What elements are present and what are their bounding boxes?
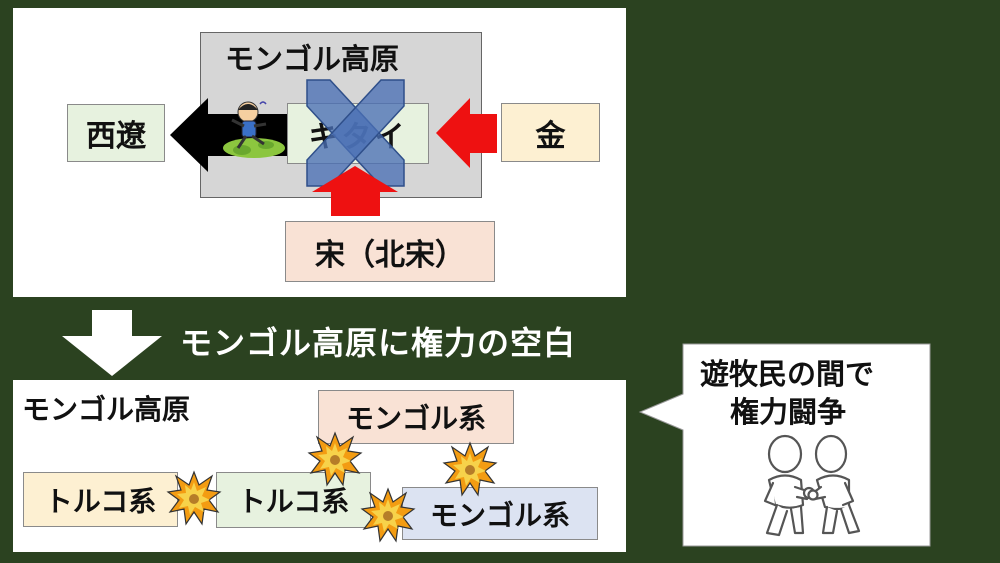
mongol-group-1: モンゴル系 <box>318 390 514 444</box>
fleeing-person-icon <box>223 101 285 158</box>
bubble-line-1: 遊牧民の間で <box>700 357 875 391</box>
jin-box: 金 <box>501 103 600 162</box>
explosion-icon <box>307 431 363 487</box>
fighting-people-icon <box>763 434 861 537</box>
xiliao-box: 西遼 <box>67 104 165 162</box>
bottom-plateau-title: モンゴル高原 <box>22 393 191 426</box>
power-vacuum-text: モンゴル高原に権力の空白 <box>180 324 577 362</box>
explosion-icon <box>360 487 416 543</box>
song-box: 宋（北宋） <box>285 221 495 282</box>
explosion-icon <box>442 441 498 497</box>
turk-group-2: トルコ系 <box>216 472 371 528</box>
mongol-group-2: モンゴル系 <box>402 487 598 540</box>
turk-group-1: トルコ系 <box>23 472 178 527</box>
explosion-icon <box>166 470 222 526</box>
plateau-title: モンゴル高原 <box>225 42 400 76</box>
bubble-line-2: 権力闘争 <box>730 395 847 429</box>
